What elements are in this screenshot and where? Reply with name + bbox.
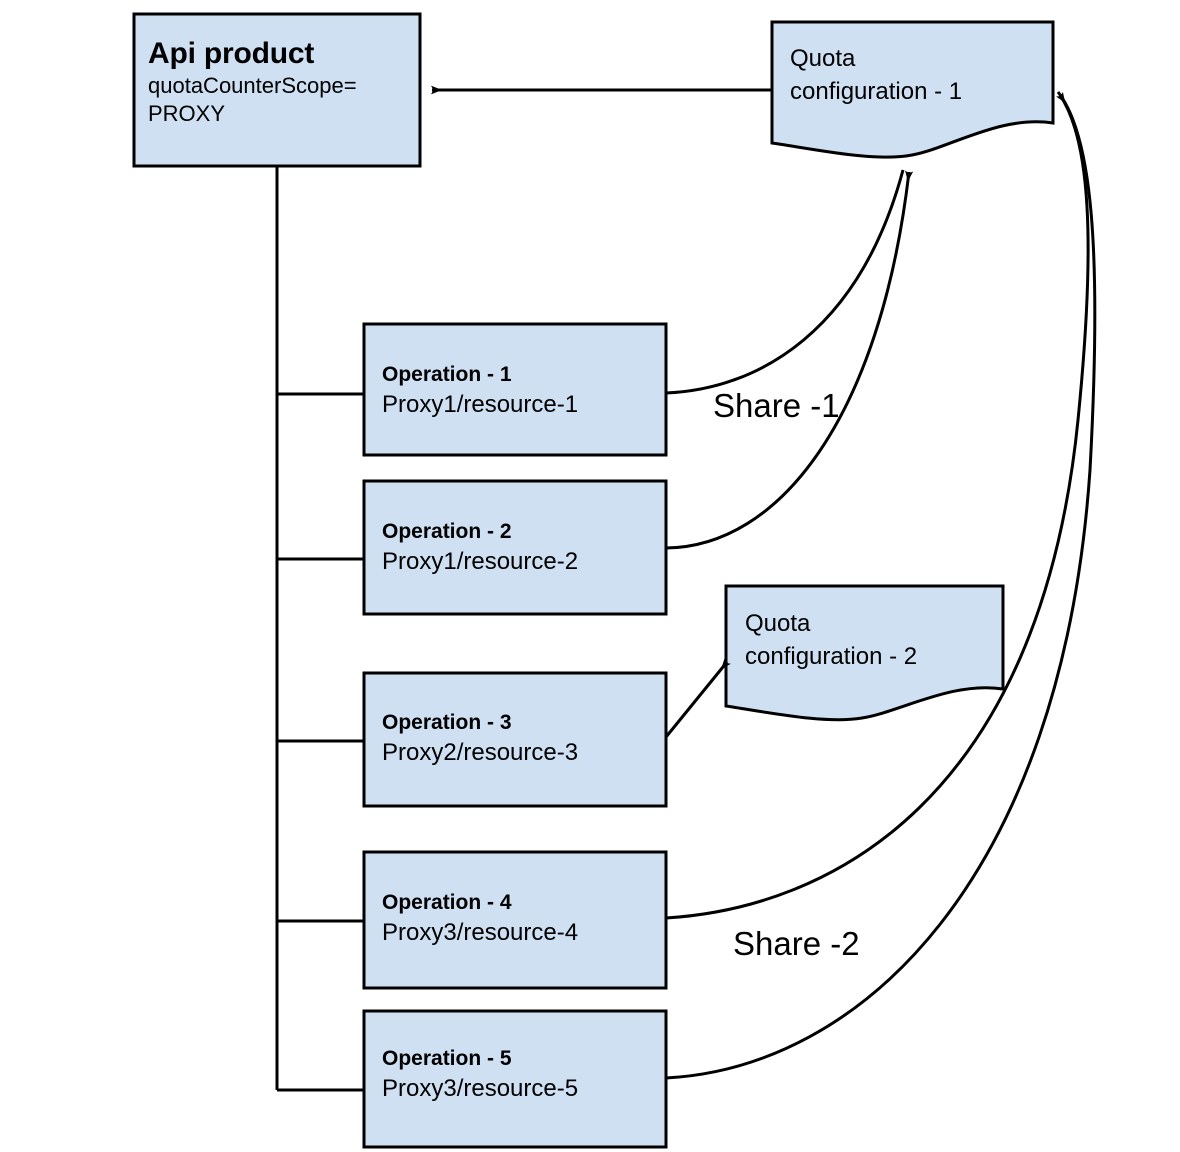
operation-5-box[interactable]	[362, 1009, 668, 1149]
operation-2-box[interactable]	[362, 479, 668, 616]
edge-operation3-to-quota2	[664, 658, 731, 738]
quota-config-2-box[interactable]	[724, 584, 1005, 722]
quota-config-1-box[interactable]	[770, 20, 1055, 159]
tree-connectors	[275, 166, 364, 1092]
operation-3-box[interactable]	[362, 671, 668, 808]
edge-operation5-to-quota1	[665, 91, 1097, 1080]
operation-4-box[interactable]	[362, 850, 668, 990]
edge-operation4-to-quota1	[665, 91, 1090, 920]
edge-operation2-to-quota1	[665, 170, 914, 550]
api-product-box[interactable]	[132, 12, 422, 168]
edge-operation1-to-quota1	[665, 169, 905, 395]
operation-1-box[interactable]	[362, 322, 668, 457]
